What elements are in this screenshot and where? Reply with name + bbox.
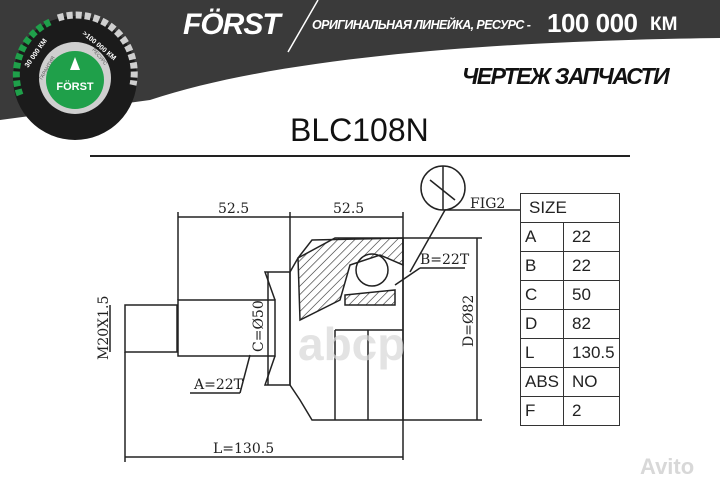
- row-key: A: [519, 222, 565, 252]
- table-header: SIZE: [520, 193, 620, 223]
- row-value: 130.5: [563, 338, 620, 368]
- shaft: [177, 299, 276, 357]
- ball: [355, 253, 389, 287]
- row-value: 50: [563, 280, 620, 310]
- fig-label: FIG2: [470, 196, 505, 212]
- resource-unit: КМ: [650, 14, 678, 35]
- subtitle: ЧЕРТЕЖ ЗАПЧАСТИ: [462, 63, 670, 89]
- length-dim: L=130.5: [213, 441, 274, 457]
- row-value: NO: [563, 367, 620, 397]
- row-key: F: [519, 396, 565, 426]
- forst-logo: FÖRST 30 000 КМ >100 000 КМ ГАРАНТИЯ РЕС…: [12, 11, 138, 140]
- logo-brand: FÖRST: [56, 80, 94, 93]
- row-key: B: [519, 251, 565, 281]
- dim-right: 52.5: [333, 201, 364, 217]
- table-header-row: SIZE: [520, 193, 620, 223]
- title-underline: [90, 155, 630, 157]
- b-spline: B=22T: [420, 252, 470, 268]
- tagline: ОРИГИНАЛЬНАЯ ЛИНЕЙКА, РЕСУРС -: [312, 18, 531, 32]
- row-value: 82: [563, 309, 620, 339]
- row-key: C: [519, 280, 565, 310]
- threaded-end: [124, 304, 178, 353]
- resource-value: 100 000: [547, 8, 638, 38]
- row-key: ABS: [519, 367, 565, 397]
- row-value: 22: [563, 251, 620, 281]
- row-key: D: [519, 309, 565, 339]
- row-value: 22: [563, 222, 620, 252]
- d-diameter: D=Ø82: [461, 295, 477, 347]
- brand-name: FÖRST: [183, 8, 281, 41]
- thread-dim: M20X1.5: [96, 296, 112, 360]
- part-number: BLC108N: [290, 112, 429, 148]
- watermark-corner: Avito: [640, 454, 694, 479]
- row-key: L: [519, 338, 565, 368]
- c-diameter: C=Ø50: [251, 300, 267, 352]
- watermark-center: abcp: [298, 318, 405, 370]
- a-spline: A=22T: [193, 377, 244, 393]
- dim-left: 52.5: [218, 201, 249, 217]
- row-value: 2: [563, 396, 620, 426]
